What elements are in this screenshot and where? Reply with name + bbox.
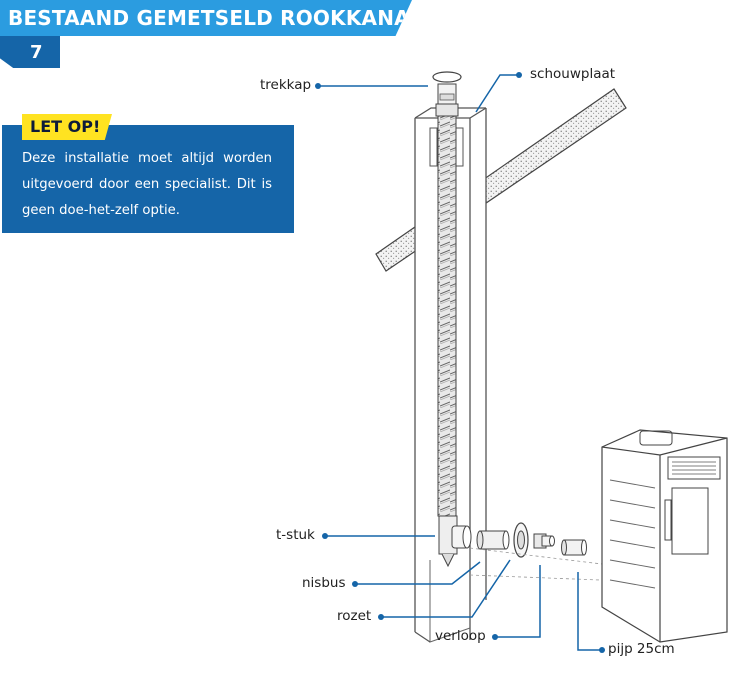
label-trekkap: trekkap xyxy=(260,77,312,93)
page-title: BESTAAND GEMETSELD ROOKKANAAL xyxy=(8,6,439,30)
chimney-cap xyxy=(432,71,462,117)
leader-lines xyxy=(318,74,602,651)
leader-dots xyxy=(315,72,605,653)
notice-box xyxy=(2,125,294,233)
flexible-liner xyxy=(437,113,457,517)
pipe-25cm xyxy=(561,539,587,556)
header-banner: BESTAAND GEMETSELD ROOKKANAAL xyxy=(0,0,412,36)
rosette xyxy=(513,522,529,558)
step-number: 7 xyxy=(30,42,43,63)
wall-sleeve xyxy=(476,530,510,550)
notice-tag: LET OP! xyxy=(22,114,112,140)
notice-text: Deze installatie moet altijd worden uitg… xyxy=(22,151,272,218)
label-nisbus: nisbus xyxy=(302,575,346,591)
pellet-stove xyxy=(601,429,728,643)
reducer xyxy=(533,533,555,549)
label-t-stuk: t-stuk xyxy=(276,527,315,543)
label-schouwplaat: schouwplaat xyxy=(530,66,616,82)
label-rozet: rozet xyxy=(337,608,372,624)
t-piece xyxy=(438,515,472,568)
step-badge: 7 xyxy=(0,36,60,68)
notice-tag-label: LET OP! xyxy=(30,117,101,136)
roof-board xyxy=(375,88,627,272)
label-pijp: pijp 25cm xyxy=(608,641,675,657)
label-verloop: verloop xyxy=(435,628,486,644)
